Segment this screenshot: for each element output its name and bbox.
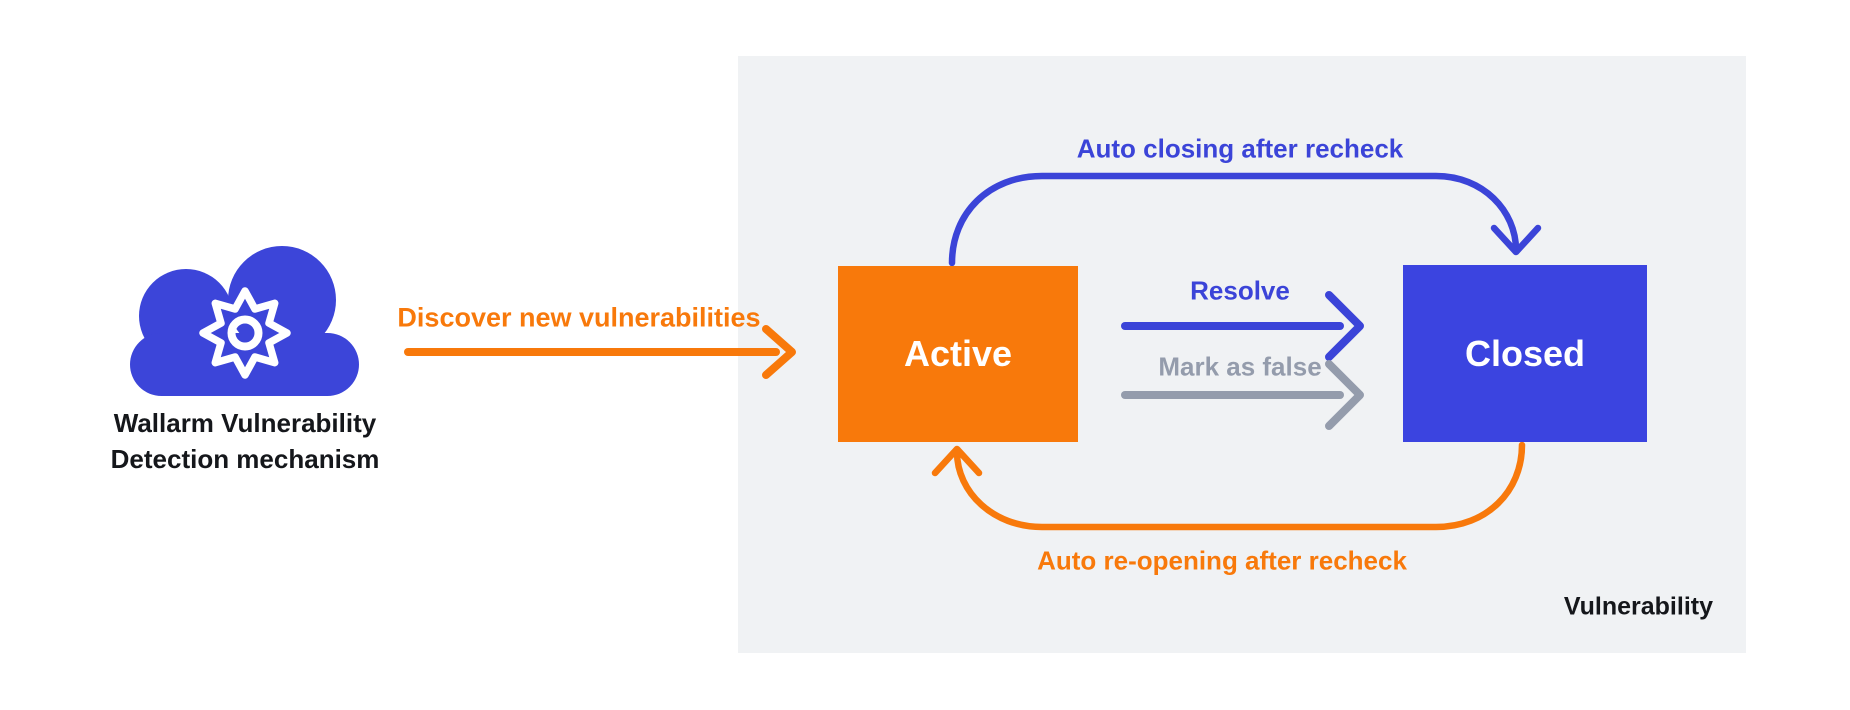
source-label: Wallarm Vulnerability Detection mechanis…	[111, 405, 380, 477]
discover-arrow	[404, 325, 796, 379]
state-active-box: Active	[838, 266, 1078, 442]
state-active-label: Active	[903, 333, 1013, 374]
source-label-line1: Wallarm Vulnerability	[113, 408, 377, 438]
mark-false-label: Mark as false	[1158, 351, 1322, 382]
discover-arrow-label: Discover new vulnerabilities	[397, 302, 761, 333]
source-label-line2: Detection mechanism	[110, 444, 380, 474]
state-closed-label: Closed	[1464, 332, 1586, 374]
cloud-icon	[130, 246, 359, 396]
panel-title: Vulnerability	[1563, 592, 1713, 621]
auto-closing-label: Auto closing after recheck	[1076, 133, 1404, 164]
cloud-gear-icon	[126, 236, 364, 404]
gear-icon	[199, 287, 291, 379]
auto-reopening-label: Auto re-opening after recheck	[1037, 545, 1407, 576]
state-closed-box: Closed	[1403, 265, 1647, 442]
resolve-label: Resolve	[1190, 275, 1290, 306]
